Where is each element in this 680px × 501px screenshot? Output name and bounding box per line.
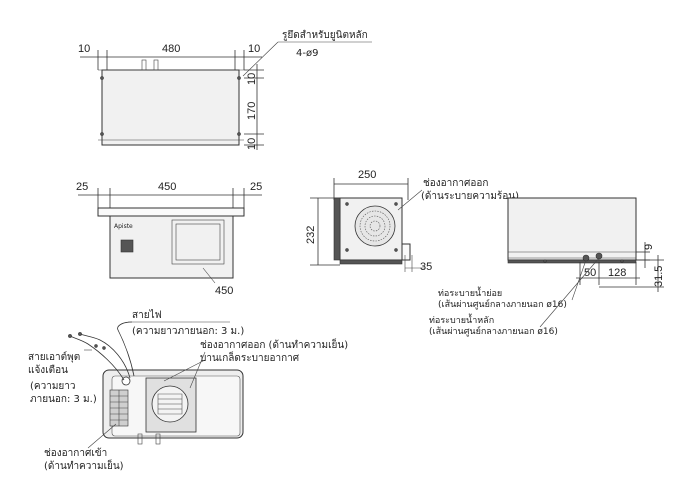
alarm-cable-length-2: ภายนอก: 3 ม.) bbox=[30, 394, 97, 405]
rear-dim-128: 128 bbox=[608, 267, 626, 279]
louver-label: บานเกล็ดระบายอากาศ bbox=[200, 350, 300, 364]
bolt-hole-label: รูยึดสำหรับยูนิตหลัก bbox=[282, 29, 368, 41]
top-dim-width: 480 bbox=[162, 43, 180, 55]
top-dim-v1: 10 bbox=[246, 73, 258, 85]
rear-dim-31-5: 31.5 bbox=[653, 266, 665, 287]
alarm-cable-label: สายเอาต์พุต bbox=[28, 351, 80, 363]
inlet-cool-sublabel: (ด้านทำความเย็น) bbox=[44, 458, 124, 472]
front-view: 25 450 25 Apiste 450 bbox=[76, 181, 262, 297]
front-dim-left: 25 bbox=[76, 181, 88, 193]
side-dim-height: 232 bbox=[305, 226, 317, 244]
iso-view: สายไฟ (ความยาวภายนอก: 3 ม.) ช่องอากาศออก… bbox=[28, 309, 348, 472]
bolt-hole-spec: 4-ø9 bbox=[296, 48, 318, 59]
rear-view-body bbox=[507, 197, 637, 261]
drain-sub-label: ท่อระบายน้ำย่อย bbox=[438, 286, 502, 299]
drain-main-label: ท่อระบายน้ำหลัก bbox=[429, 313, 494, 326]
drain-sub-sublabel: (เส้นผ่านศูนย์กลางภายนอก ø16) bbox=[438, 298, 567, 310]
front-dim-width: 450 bbox=[158, 181, 176, 193]
brand-logo: Apiste bbox=[114, 223, 133, 230]
rear-dim-50: 50 bbox=[584, 267, 596, 279]
top-view: 10 480 10 10 170 10 รูยึดสำหรับยูนิตหลัก… bbox=[78, 29, 372, 150]
top-view-body bbox=[101, 69, 240, 146]
rear-dim-9: 9 bbox=[643, 244, 655, 250]
top-dim-v2: 170 bbox=[246, 102, 258, 120]
outlet-heat-sublabel: (ด้านระบายความร้อน) bbox=[421, 190, 519, 202]
power-cable-label: สายไฟ bbox=[132, 309, 162, 321]
side-dim-width: 250 bbox=[358, 169, 376, 181]
drain-main-sublabel: (เส้นผ่านศูนย์กลางภายนอก ø16) bbox=[429, 325, 558, 337]
alarm-cable-label-2: แจ้งเตือน bbox=[28, 364, 68, 376]
side-dim-bottom: 35 bbox=[420, 261, 432, 273]
side-view: 250 232 35 ช่องอากาศออก (ด้านระบายความร้… bbox=[305, 169, 519, 273]
inlet-cool-label: ช่องอากาศเข้า bbox=[44, 447, 107, 459]
power-cable-sublabel: (ความยาวภายนอก: 3 ม.) bbox=[132, 326, 244, 337]
outlet-heat-label: ช่องอากาศออก bbox=[423, 178, 488, 189]
front-dim-bottom: 450 bbox=[215, 285, 233, 297]
top-dim-right: 10 bbox=[248, 43, 260, 55]
outlet-cool-label: ช่องอากาศออก (ด้านทำความเย็น) bbox=[200, 337, 348, 351]
top-dim-v3: 10 bbox=[246, 138, 258, 150]
top-dim-left: 10 bbox=[78, 43, 90, 55]
front-dim-right: 25 bbox=[250, 181, 262, 193]
alarm-cable-length-1: (ความยาว bbox=[30, 381, 76, 392]
rear-view: 9 50 128 31.5 ท่อระบายน้ำย่อย (เส้นผ่านศ… bbox=[429, 197, 665, 337]
